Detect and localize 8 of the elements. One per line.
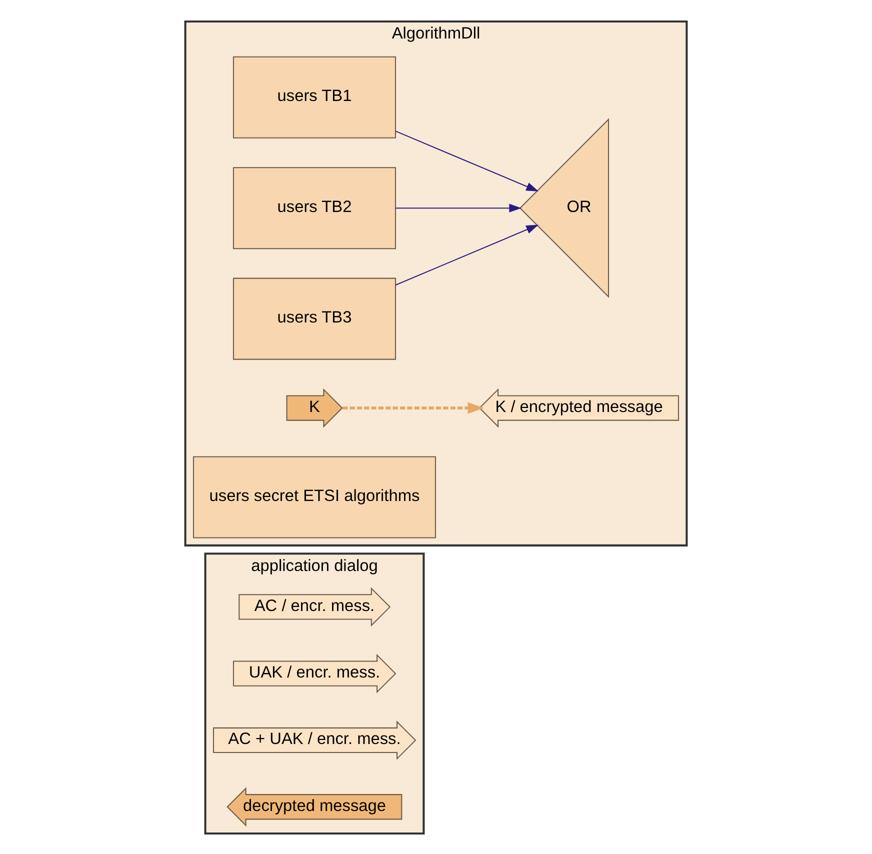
node-box: users TB3 — [232, 277, 396, 360]
arrow — [396, 130, 539, 191]
node-box: users TB2 — [232, 166, 396, 249]
node-box: users TB1 — [232, 56, 396, 138]
arrow — [342, 402, 484, 414]
arrow — [396, 224, 539, 285]
arrow — [396, 203, 522, 212]
node-box: users secret ETSI algorithms — [193, 456, 436, 538]
